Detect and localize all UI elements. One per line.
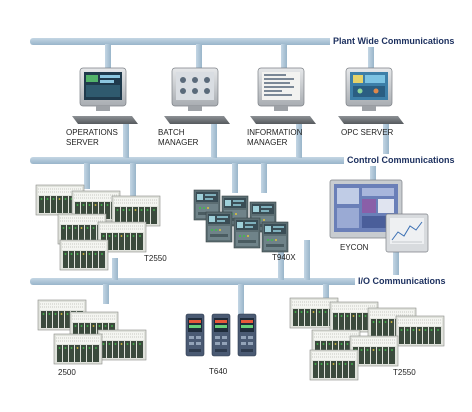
t2550-bottom-label: T2550 xyxy=(393,368,416,377)
plant-wide-bus-label: Plant Wide Communications xyxy=(330,35,458,47)
2500-label: 2500 xyxy=(58,368,76,377)
io-links xyxy=(103,240,399,316)
information-manager-label: INFORMATION MANAGER xyxy=(247,128,303,147)
eycon-visual-supervisor xyxy=(329,179,429,253)
operations-server-label: OPERATIONS SERVER xyxy=(66,128,118,147)
control-links xyxy=(123,120,389,158)
io-bus xyxy=(30,278,448,285)
opc-server-label: OPC SERVER xyxy=(341,128,394,137)
eycon-label: EYCON xyxy=(340,243,369,252)
io-bus-label: I/O Communications xyxy=(355,275,449,287)
plant-links xyxy=(105,44,374,72)
control-bus-label: Control Communications xyxy=(344,154,458,166)
t2550-bottom-controller xyxy=(289,297,445,381)
t940x-controller xyxy=(193,189,289,253)
workstation-information-manager xyxy=(250,67,316,124)
t2550-top-label: T2550 xyxy=(144,254,167,263)
2500-io-unit xyxy=(37,299,147,365)
workstation-operations-server xyxy=(72,67,138,124)
workstation-batch-manager xyxy=(164,67,230,124)
t940x-label: T940X xyxy=(272,253,296,262)
workstation-opc-server xyxy=(338,67,404,124)
batch-manager-label: BATCH MANAGER xyxy=(158,128,199,147)
t640-label: T640 xyxy=(209,367,228,376)
control-bus xyxy=(30,157,448,164)
t2550-top-controller xyxy=(35,184,161,271)
controller-links xyxy=(84,163,376,197)
t640-controller xyxy=(185,313,257,357)
